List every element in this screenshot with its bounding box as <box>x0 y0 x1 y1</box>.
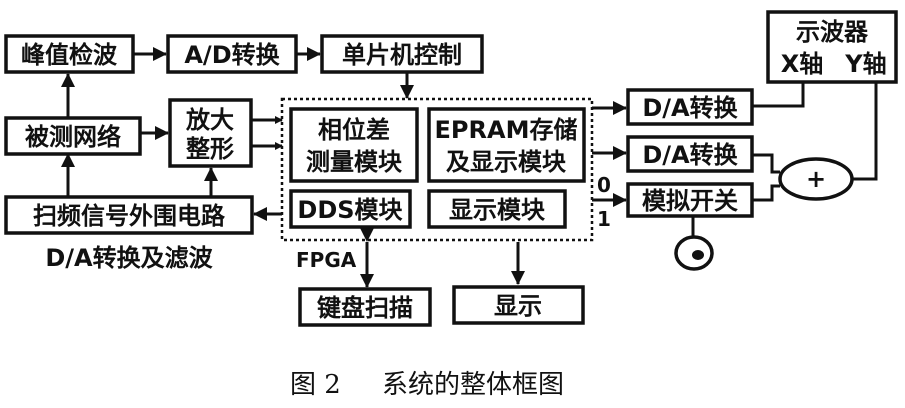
peak-detect-label: 峰值检波 <box>21 41 118 69</box>
mcu-control-block: 单片机控制 <box>320 34 484 74</box>
keyboard-scan-block: 键盘扫描 <box>298 287 432 327</box>
wire-switch-to-adder <box>752 184 780 202</box>
amplify-label-line1: 放大 <box>185 106 234 134</box>
da-convert-1-label: D/A转换 <box>642 94 738 122</box>
phase-label-line1: 相位差 <box>318 116 390 144</box>
phase-measure-block: 相位差 测量模块 <box>289 107 419 183</box>
fpga-label: FPGA <box>296 248 357 272</box>
amplify-shape-block: 放大 整形 <box>168 98 253 168</box>
figure-title: 系统的整体框图 <box>382 370 564 400</box>
oscilloscope-block: 示波器 X轴 Y轴 <box>766 10 898 84</box>
adder-block: + <box>778 157 854 201</box>
dds-block: DDS模块 <box>289 189 412 229</box>
amplify-label-line2: 整形 <box>186 135 234 163</box>
ad-convert-label: A/D转换 <box>184 41 280 69</box>
x-axis-label: X轴 <box>781 50 824 78</box>
wire-adder-to-y-axis <box>852 82 878 181</box>
analog-switch-label: 模拟开关 <box>642 187 738 215</box>
network-under-test-block: 被测网络 <box>4 116 142 156</box>
wire-da2-to-adder <box>752 153 780 174</box>
da-convert-1-block: D/A转换 <box>626 88 754 126</box>
eprom-display-block: EPRAM存储 及显示模块 <box>427 107 586 183</box>
sweep-circuit-label: 扫频信号外围电路 <box>33 202 226 230</box>
analog-switch-block: 模拟开关 <box>626 182 754 218</box>
keyboard-scan-label: 键盘扫描 <box>317 294 413 322</box>
display-block: 显示 <box>452 285 585 325</box>
oscilloscope-label: 示波器 <box>796 18 869 46</box>
dds-label: DDS模块 <box>297 196 402 224</box>
da-convert-2-block: D/A转换 <box>626 135 754 173</box>
signal-source-icon <box>674 235 714 271</box>
eprom-label-line2: 及显示模块 <box>446 148 566 176</box>
da-convert-2-label: D/A转换 <box>642 141 738 169</box>
switch-input-0: 0 <box>597 173 611 197</box>
da-filter-label: D/A转换及滤波 <box>45 244 213 272</box>
network-under-test-label: 被测网络 <box>25 123 121 151</box>
mcu-control-label: 单片机控制 <box>342 41 462 69</box>
phase-label-line2: 测量模块 <box>306 148 402 176</box>
y-axis-label: Y轴 <box>844 50 886 78</box>
peak-detect-block: 峰值检波 <box>4 34 135 74</box>
figure-number: 图 2 <box>290 370 341 400</box>
adder-label: + <box>806 165 826 193</box>
ad-convert-block: A/D转换 <box>166 34 298 74</box>
wire-da1-to-x-axis <box>752 82 805 108</box>
connections <box>61 47 878 288</box>
eprom-label-line1: EPRAM存储 <box>435 116 578 144</box>
switch-input-1: 1 <box>597 207 611 231</box>
sweep-circuit-block: 扫频信号外围电路 <box>4 195 254 235</box>
display-label: 显示 <box>494 292 542 320</box>
display-module-block: 显示模块 <box>427 189 567 229</box>
figure-caption: 图 2 系统的整体框图 <box>290 370 564 400</box>
display-module-label: 显示模块 <box>449 196 545 224</box>
fpga-boundary <box>280 97 594 242</box>
